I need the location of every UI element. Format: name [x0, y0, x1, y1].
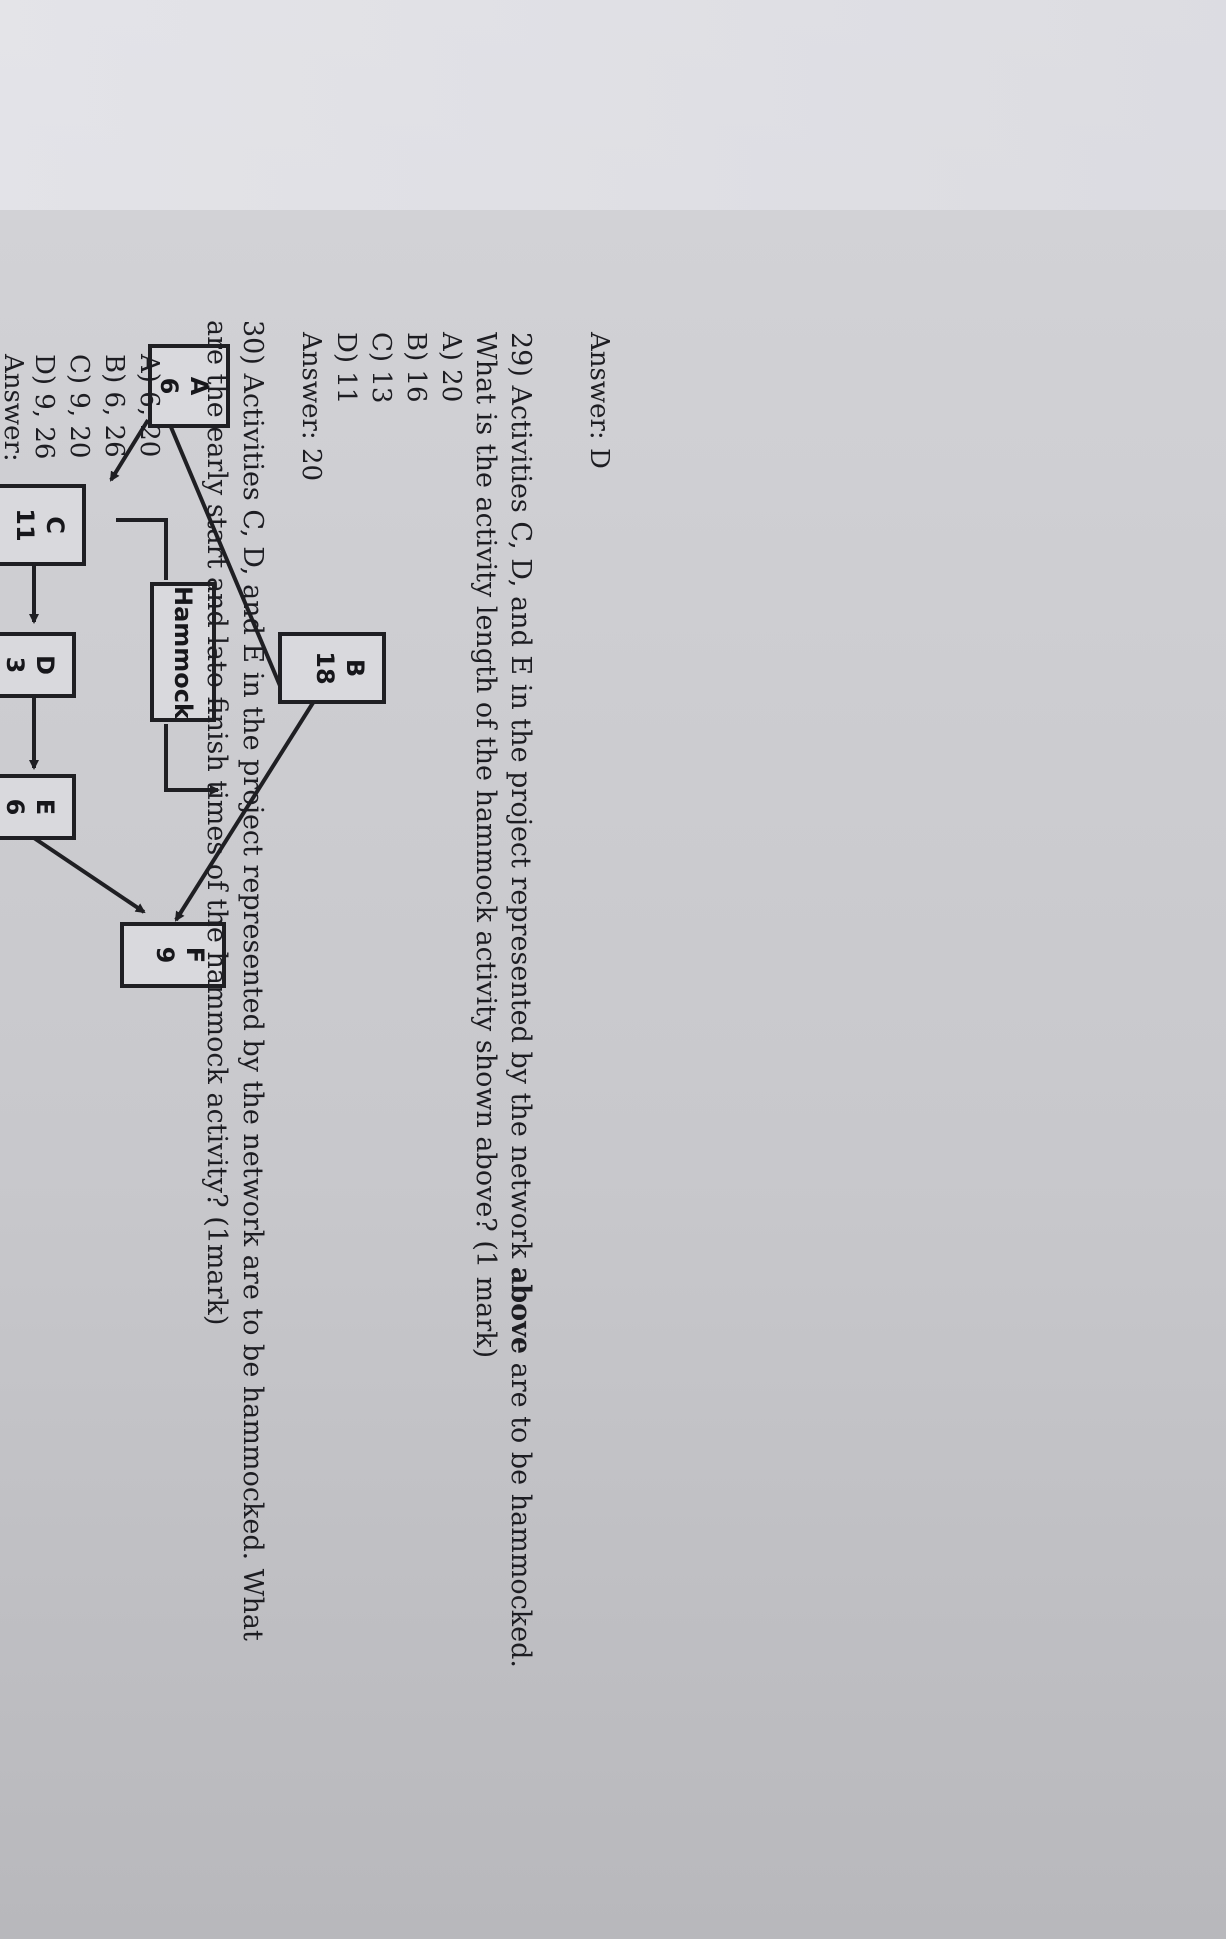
q29-line1-bold: above [505, 1266, 536, 1355]
node-d: D 3 [0, 632, 76, 698]
q29-option-d: D) 11 [331, 332, 361, 405]
node-c: C 11 [0, 484, 86, 566]
node-d-duration: 3 [1, 656, 29, 674]
hammock-bracket-right [164, 724, 220, 795]
q30-option-a: A) 6, 20 [134, 354, 164, 458]
q29-line1-post: are to be hammocked. [505, 1354, 536, 1669]
node-c-duration: 11 [11, 508, 39, 542]
node-f-duration: 9 [151, 946, 179, 964]
screen-glare [0, 0, 1226, 210]
q30-option-d: D) 9, 26 [29, 354, 59, 460]
edge-a-b [166, 419, 288, 702]
q30-option-b: B) 6, 26 [99, 354, 129, 458]
node-b-label: B [341, 658, 369, 678]
node-e-duration: 6 [1, 798, 29, 816]
q30-line1: 30) Activities C, D, and E in the projec… [237, 320, 268, 1641]
node-e-label: E [31, 798, 59, 816]
hammock-label: Hammock [169, 586, 197, 719]
edge-e-f [32, 836, 146, 914]
hammock-bracket-left [116, 518, 168, 580]
q29-line1-pre: 29) Activities C, D, and E in the projec… [505, 332, 536, 1267]
q29-line1: 29) Activities C, D, and E in the projec… [505, 332, 536, 1668]
node-d-label: D [31, 655, 59, 675]
node-e: E 6 [0, 774, 76, 840]
edge-b-f [174, 696, 318, 922]
q29-option-c: C) 13 [366, 332, 396, 404]
q29-answer: Answer: 20 [296, 332, 326, 482]
q30-line2: are the early start and late finish time… [201, 320, 232, 1326]
answer-28: Answer: D [584, 332, 614, 469]
node-b-duration: 18 [311, 651, 339, 685]
q29-option-b: B) 16 [401, 332, 431, 403]
q30-answer: Answer: [0, 354, 28, 462]
q29-line2: What is the activity length of the hammo… [470, 332, 501, 1359]
edge-a-c [109, 418, 150, 482]
q29-option-a: A) 20 [436, 332, 466, 403]
node-b: B 18 [278, 632, 386, 704]
node-c-label: C [41, 516, 69, 534]
q30-option-c: C) 9, 20 [64, 354, 94, 459]
